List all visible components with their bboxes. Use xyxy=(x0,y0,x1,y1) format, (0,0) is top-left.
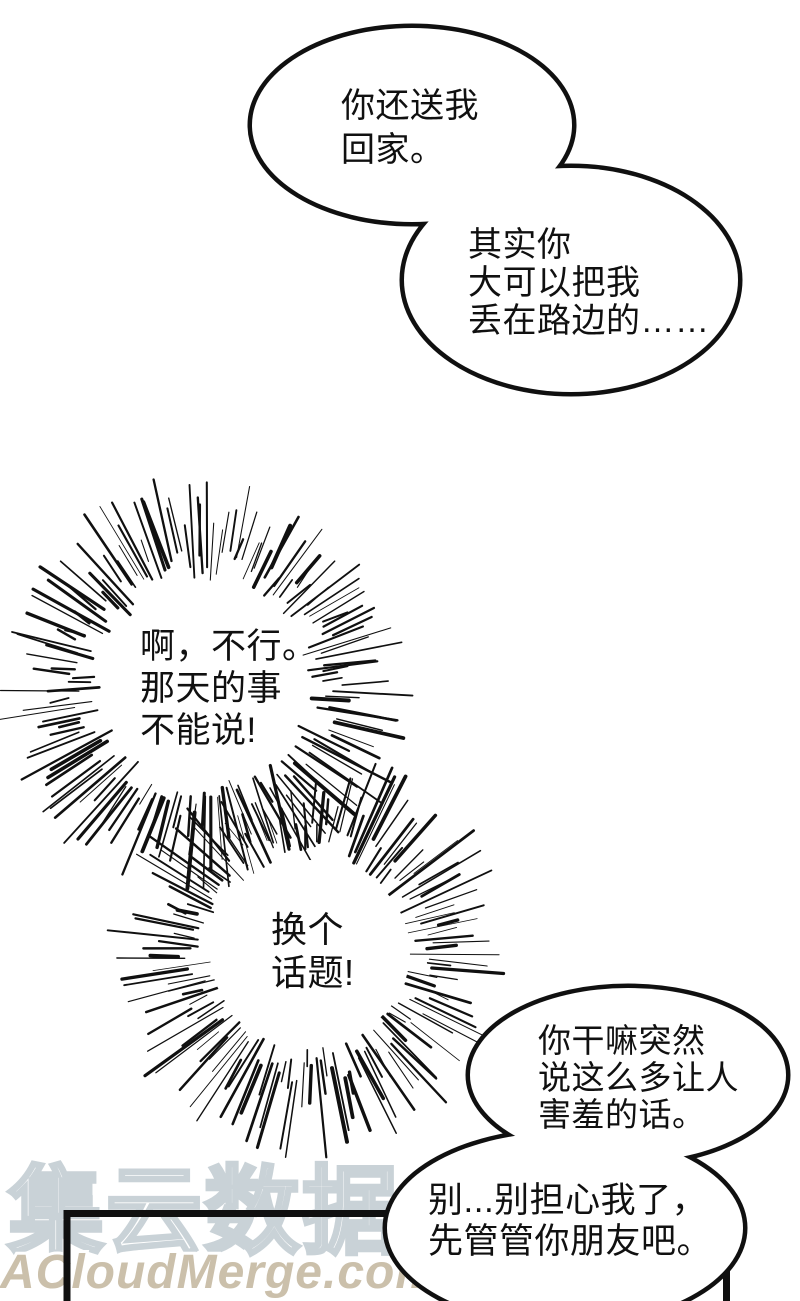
burst-2-text: 换个 话题! xyxy=(271,909,355,993)
bubble-2-text: 其实你 大可以把我 丢在路边的…… xyxy=(468,226,710,340)
speech-bubble-pair-bottom xyxy=(382,983,791,1301)
burst-2-center xyxy=(210,860,410,1044)
bubble-4-text: 别...别担心我了， 先管管你朋友吧。 xyxy=(428,1181,713,1261)
burst-1-center xyxy=(104,587,306,783)
starburst-spikes xyxy=(0,478,506,1159)
speech-bubble-pair-top xyxy=(247,23,743,397)
burst-1-text: 啊，不行。 那天的事 不能说! xyxy=(140,627,318,750)
bubble-3-text: 你干嘛突然 说这么多让人 害羞的话。 xyxy=(538,1022,739,1133)
watermark-en-text: ACloudMerge.com xyxy=(0,1246,439,1299)
bubble-1-text: 你还送我 回家。 xyxy=(341,87,479,169)
